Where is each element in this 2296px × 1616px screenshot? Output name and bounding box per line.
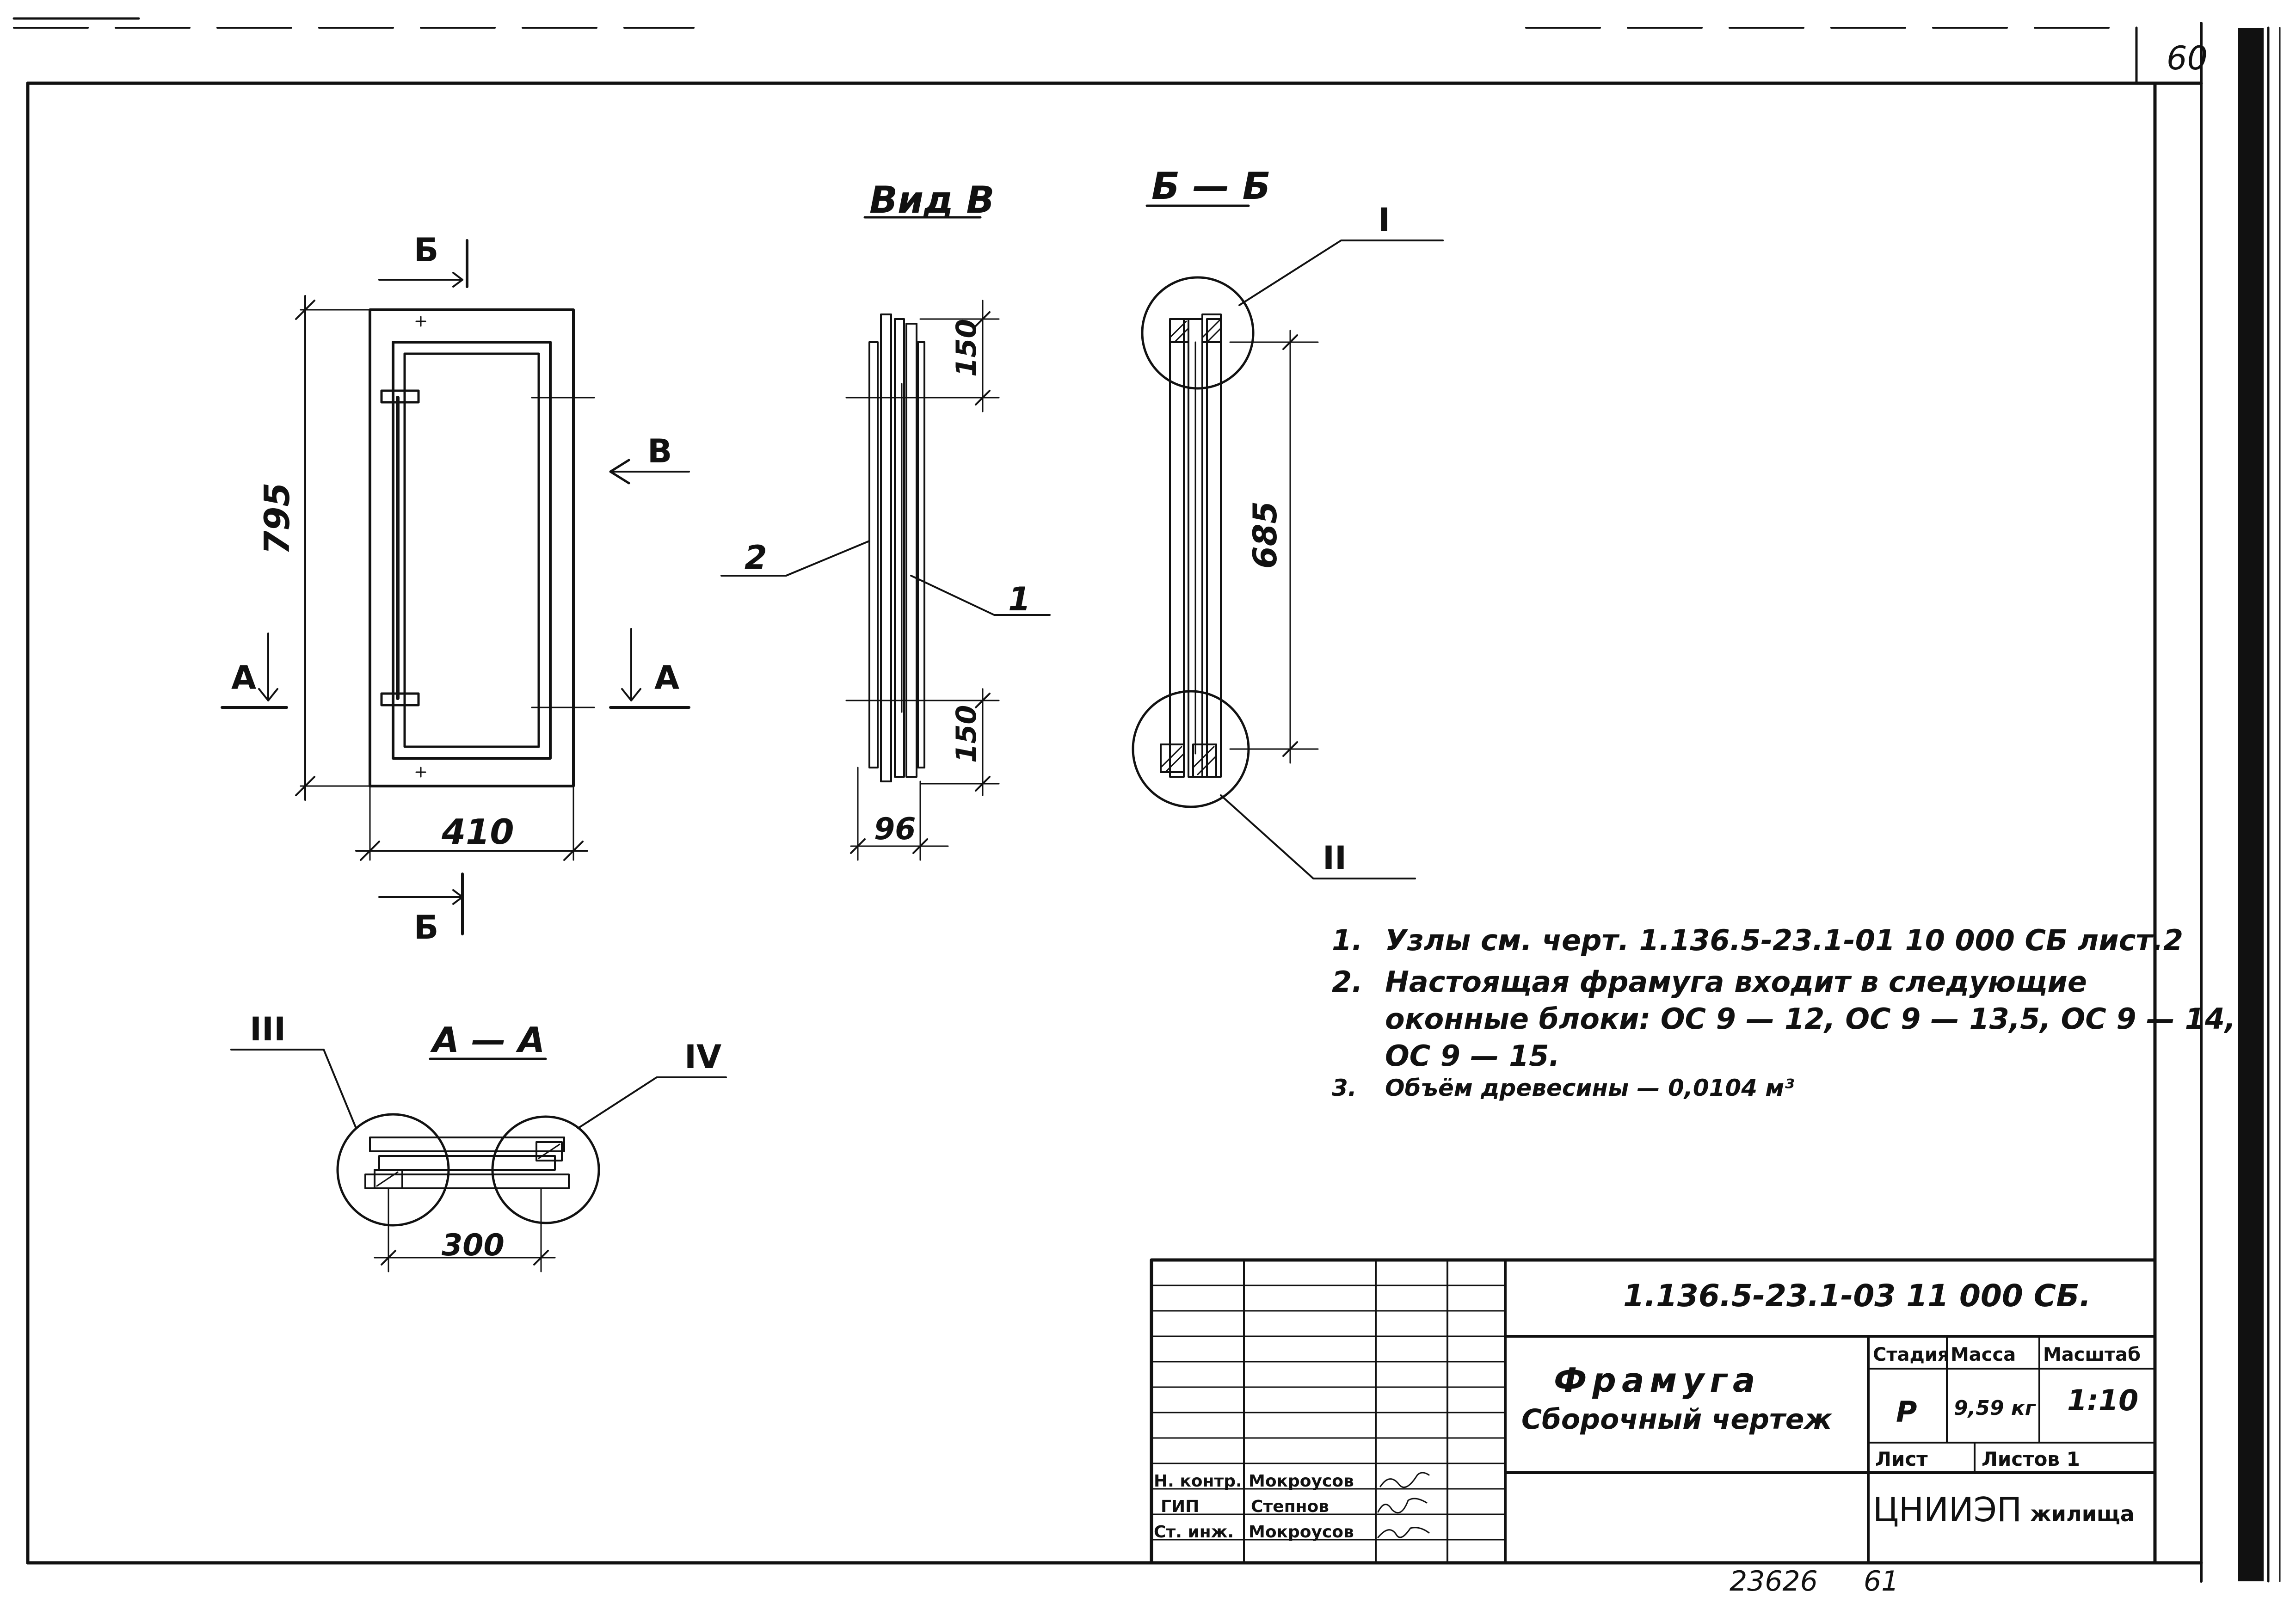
role-3: Ст. инж. xyxy=(1154,1523,1234,1542)
note-1-text: Узлы см. черт. 1.136.5-23.1-01 10 000 СБ… xyxy=(1385,923,2183,957)
cut-label-b-bottom: Б xyxy=(414,909,438,946)
sheet-frame xyxy=(12,17,2281,1583)
dim-aa-width-label: 300 xyxy=(442,1228,505,1263)
sheets-label: Листов 1 xyxy=(1982,1448,2080,1470)
section-bb xyxy=(1132,204,1444,879)
mass-header: Масса xyxy=(1951,1344,2016,1365)
role-1: Н. контр. xyxy=(1154,1472,1242,1491)
note-2-number: 2. xyxy=(1332,965,1363,999)
title-block xyxy=(1150,1258,2157,1565)
stage-header: Стадия xyxy=(1873,1344,1950,1365)
role-2: ГИП xyxy=(1161,1497,1199,1516)
bottom-archive-number: 23626 xyxy=(1730,1565,1818,1598)
view-b xyxy=(720,216,1051,861)
organization-main: ЦНИИЭП xyxy=(1873,1490,2022,1529)
bottom-page-number: 61 xyxy=(1864,1565,1899,1598)
name-2: Степнов xyxy=(1251,1497,1329,1516)
cut-label-b-top: Б xyxy=(414,231,438,269)
node-top-label: I xyxy=(1378,201,1390,239)
dim-bottom-label: 150 xyxy=(950,705,983,763)
notes-block: 1. Узлы см. черт. 1.136.5-23.1-01 10 000… xyxy=(1332,923,2236,1101)
scale-value: 1:10 xyxy=(2067,1383,2138,1417)
dim-width-label: 410 xyxy=(441,811,514,852)
name-1: Мокроусов xyxy=(1249,1472,1354,1491)
leader-2-label: 2 xyxy=(745,539,767,577)
drawing-name-line-1: Фрамуга xyxy=(1554,1361,1761,1400)
node-bottom-label: II xyxy=(1323,839,1347,877)
page-number: 60 xyxy=(2167,39,2208,77)
signature-2 xyxy=(1377,1498,1428,1514)
note-1-number: 1. xyxy=(1332,923,1363,957)
node-iii-label: III xyxy=(250,1010,286,1048)
organization-sub: жилища xyxy=(2030,1501,2135,1526)
section-aa-title: А — А xyxy=(430,1020,545,1060)
note-3-text: Объём древесины — 0,0104 м³ xyxy=(1385,1075,1794,1101)
view-b-title: Вид В xyxy=(869,178,994,221)
note-3-number: 3. xyxy=(1332,1075,1357,1101)
view-arrow-label: В xyxy=(647,432,672,470)
section-label-a-left: А xyxy=(231,659,256,697)
section-label-a-right: А xyxy=(654,659,679,697)
dim-top-label: 150 xyxy=(950,319,983,377)
leader-1-label: 1 xyxy=(1008,580,1031,618)
dim-glass-label: 685 xyxy=(1246,501,1284,569)
front-view xyxy=(221,239,690,935)
section-bb-title: Б — Б xyxy=(1151,165,1271,208)
mass-value: 9,59 кг xyxy=(1954,1396,2037,1420)
dim-height-label: 795 xyxy=(257,482,297,555)
binding-strip xyxy=(2238,28,2264,1581)
note-2-line-1: Настоящая фрамуга входит в следующие xyxy=(1385,965,2087,999)
name-3: Мокроусов xyxy=(1249,1523,1354,1542)
drawing-name-line-2: Сборочный чертеж xyxy=(1521,1403,1832,1436)
scale-header: Масштаб xyxy=(2043,1344,2141,1365)
signature-3 xyxy=(1377,1527,1430,1538)
dim-depth-label: 96 xyxy=(874,812,916,847)
stage-value: Р xyxy=(1896,1395,1917,1429)
note-2-line-2: оконные блоки: ОС 9 — 12, ОС 9 — 13,5, О… xyxy=(1385,1002,2236,1036)
node-iv-label: IV xyxy=(684,1038,721,1076)
section-aa xyxy=(230,1049,727,1272)
signature-1 xyxy=(1379,1472,1430,1488)
document-code: 1.136.5-23.1-03 11 000 СБ. xyxy=(1623,1278,2091,1314)
note-2-line-3: ОС 9 — 15. xyxy=(1385,1039,1560,1073)
sheet-label: Лист xyxy=(1875,1448,1928,1470)
